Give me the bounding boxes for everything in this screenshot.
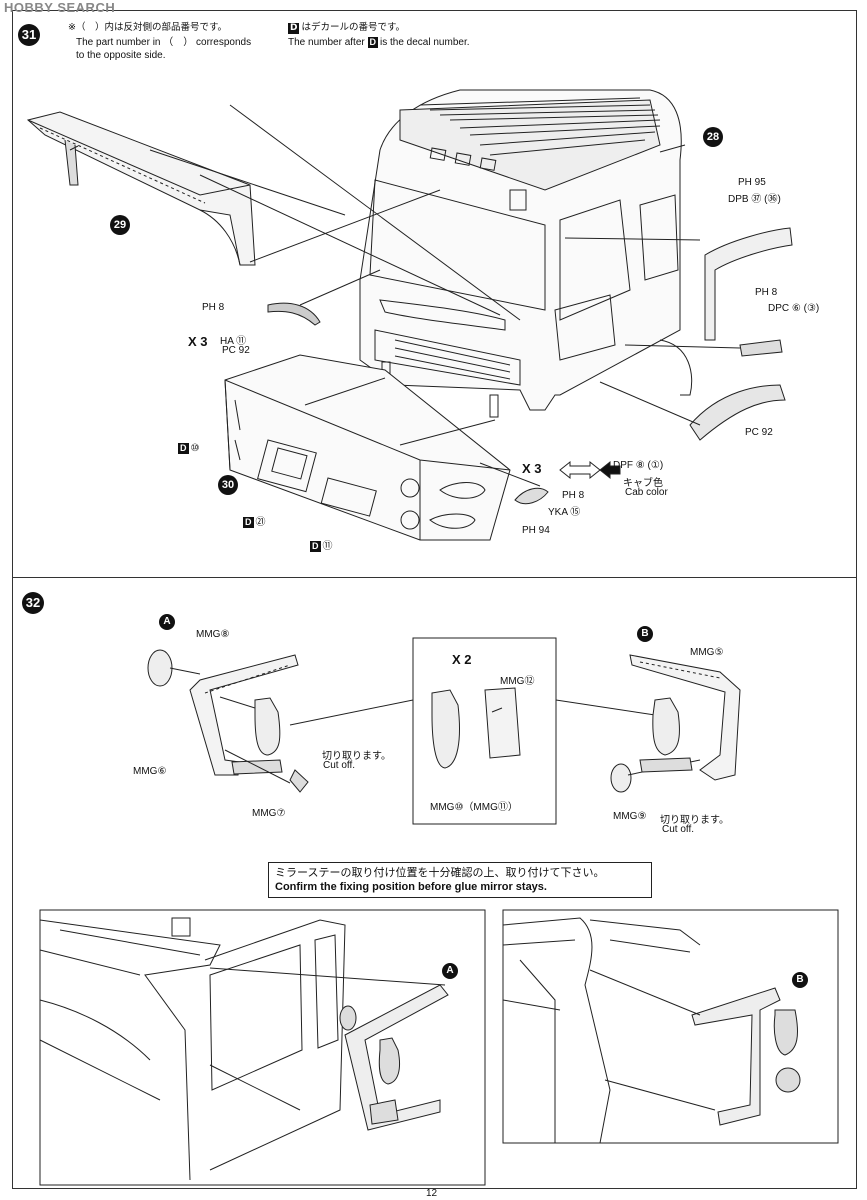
label-mmg7: MMG⑦ — [252, 808, 286, 819]
label-mmg8: MMG⑧ — [196, 629, 230, 640]
step32-number: 32 — [22, 592, 44, 614]
step-part-dpc — [739, 339, 783, 357]
label-dpb: DPB ㊲ (㊱) — [728, 194, 781, 205]
confirm-note-jp: ミラーステーの取り付け位置を十分確認の上、取り付けて下さい。 — [275, 866, 605, 879]
step31-number: 31 — [18, 24, 40, 46]
front-bumper — [224, 354, 511, 541]
decal-letter-2: D — [367, 37, 378, 48]
decal-d11-num: ⑪ — [322, 541, 333, 552]
decal-d71-num: ㉑ — [255, 517, 266, 528]
mirror-stay-a — [147, 649, 309, 793]
cab-body — [359, 89, 693, 418]
marker-lamp-yka — [514, 487, 549, 505]
confirm-note-en: Confirm the fixing position before glue … — [275, 881, 547, 893]
label-mmg12: MMG⑫ — [500, 676, 535, 687]
page-number: 12 — [426, 1188, 438, 1199]
label-ph8-lamp: PH 8 — [562, 490, 585, 501]
label-mmg5: MMG⑤ — [690, 647, 724, 658]
watermark: HOBBY SEARCH — [4, 0, 116, 15]
note-en-1: The part number in （ ） corresponds — [76, 37, 252, 48]
badge-a: A — [159, 614, 175, 630]
side-stripe-dpb — [704, 227, 793, 341]
confirm-note: ミラーステーの取り付け位置を十分確認の上、取り付けて下さい。 Confirm t… — [268, 862, 652, 898]
label-mmg9: MMG⑨ — [613, 811, 647, 822]
detail-a-drawing — [39, 917, 449, 1181]
step32-frame — [12, 577, 857, 1189]
label-dpc: DPC ⑥ (③) — [768, 303, 820, 314]
part-28-badge: 28 — [703, 127, 723, 147]
watermark-text: HOBBY SEARCH — [4, 0, 116, 15]
inset-mirror — [431, 687, 521, 769]
label-cutoff-jp-a: 切り取ります。 — [322, 751, 391, 762]
detail-b-badge: B — [792, 972, 808, 988]
decal-note-jp-text: はデカールの番号です。 — [301, 22, 406, 33]
label-x3-right: X 3 — [522, 461, 542, 476]
decal-d71-letter: D — [243, 517, 254, 528]
label-dpf: DPF ⑧ (①) — [613, 460, 664, 471]
visor-ha — [267, 302, 321, 326]
decal-note-en-text-2: is the decal number. — [380, 37, 470, 48]
decal-d11-letter: D — [310, 541, 321, 552]
label-ph94: PH 94 — [522, 525, 550, 536]
label-cutoff-jp-b: 切り取ります。 — [660, 815, 729, 826]
label-x2: X 2 — [452, 652, 472, 667]
decal-letter: D — [288, 23, 300, 34]
part-29-badge: 29 — [110, 215, 130, 235]
label-cab-color-jp: キャブ色 — [623, 478, 663, 489]
part-30-badge: 30 — [218, 475, 238, 495]
detail-b-drawing — [502, 917, 801, 1144]
label-ha: HA ⑪ — [220, 336, 247, 347]
label-mmg10-11: MMG⑩（MMG⑪） — [430, 802, 518, 813]
mirror-stay-b — [610, 654, 741, 793]
label-ph8-left: PH 8 — [202, 302, 225, 313]
label-yka: YKA ⑮ — [548, 507, 581, 518]
decal-d10-num: ⑩ — [190, 443, 200, 454]
note-jp: ※（ ）内は反対側の部品番号です。 — [68, 22, 228, 33]
label-pc92-right: PC 92 — [745, 427, 773, 438]
detail-a-badge: A — [442, 963, 458, 979]
roof-spoiler — [26, 111, 256, 266]
badge-b: B — [637, 626, 653, 642]
decal-note-en-text: The number after — [288, 37, 365, 48]
note-en-2: to the opposite side. — [76, 50, 166, 61]
label-mmg6: MMG⑥ — [133, 766, 167, 777]
label-x3-left: X 3 — [188, 334, 208, 349]
decal-d10-letter: D — [178, 443, 189, 454]
label-pc92-left: PC 92 — [222, 345, 250, 356]
label-cutoff-en-b: Cut off. — [662, 824, 695, 835]
label-cab-color-en: Cab color — [625, 487, 668, 498]
label-ph95: PH 95 — [738, 177, 766, 188]
label-ph8-right: PH 8 — [755, 287, 778, 298]
label-cutoff-en-a: Cut off. — [323, 760, 356, 771]
fender-dpf — [689, 384, 786, 441]
